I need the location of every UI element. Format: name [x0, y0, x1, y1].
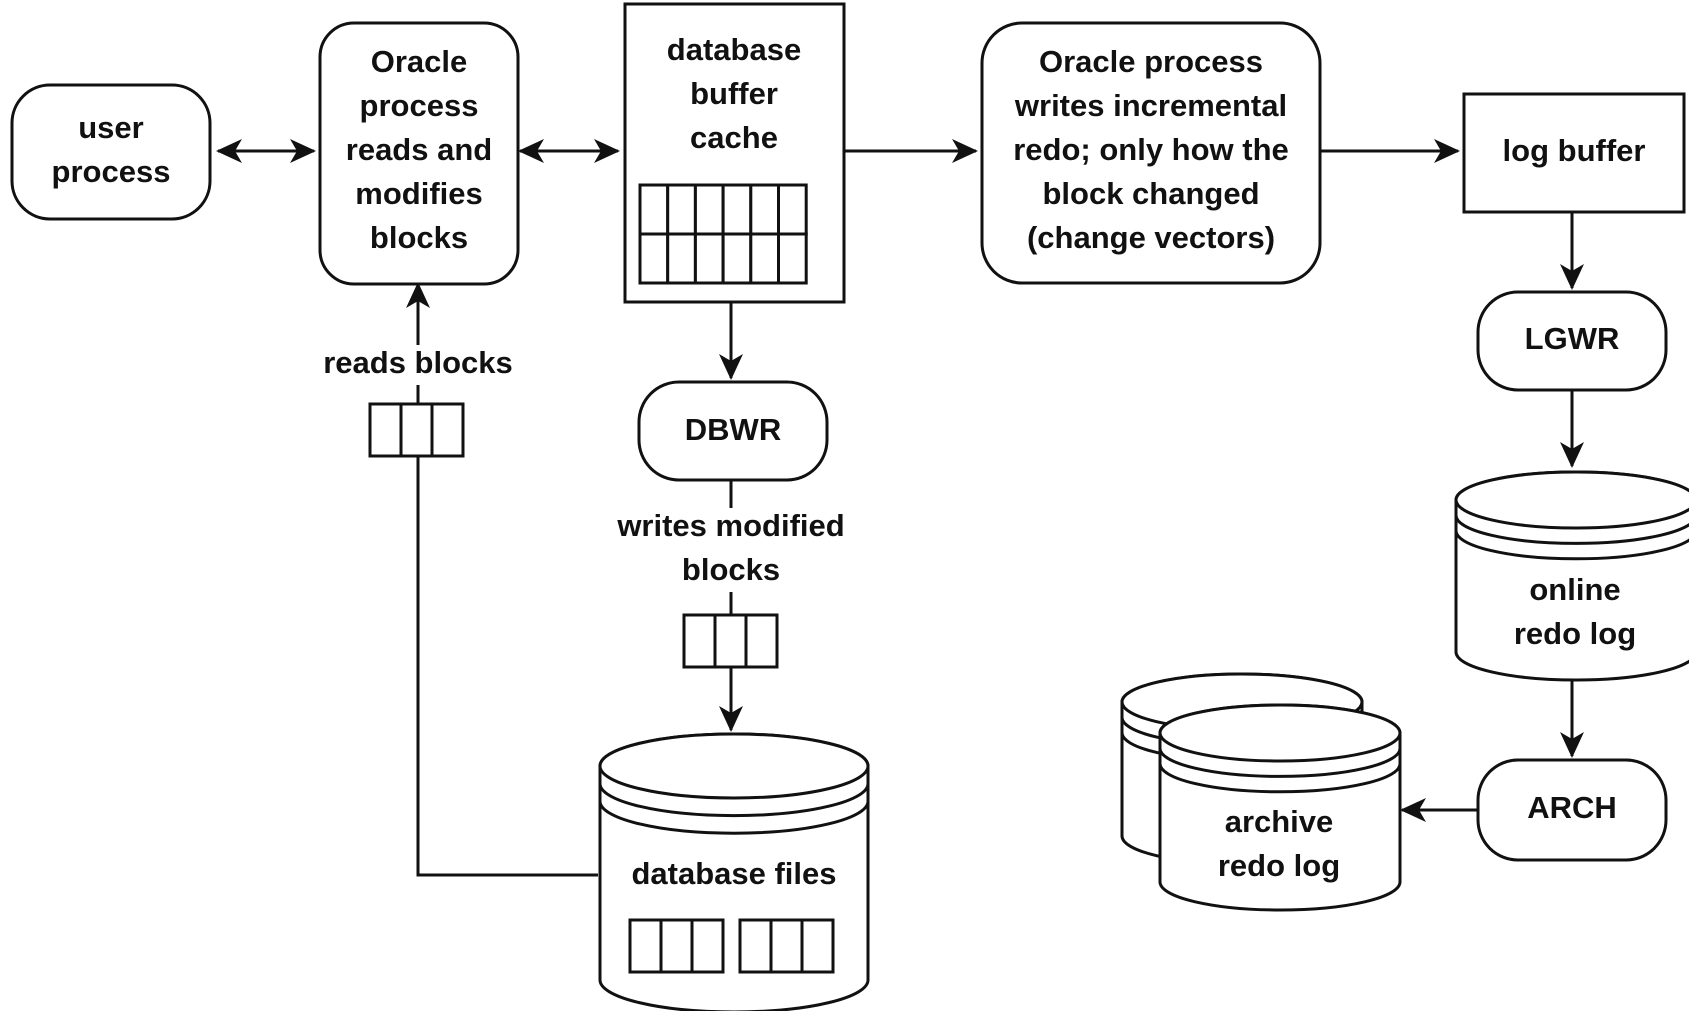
- node-database-files: database files: [598, 732, 870, 1011]
- cylinder-top: [1454, 470, 1689, 530]
- cylinder-band: [1454, 530, 1689, 561]
- lgwr-label: LGWR: [1525, 321, 1620, 356]
- node-database-buffer-cache: database buffer cache: [623, 2, 846, 304]
- edge-label-reads-blocks-group: reads blocks: [323, 345, 513, 458]
- edge-label-writes-modified-blocks: writes modified blocks: [616, 508, 844, 587]
- label-line: ARCH: [1527, 790, 1617, 825]
- data-block: [721, 183, 753, 236]
- label-line: reads and: [346, 132, 492, 167]
- data-block: [749, 232, 780, 285]
- label-line: online: [1529, 572, 1620, 607]
- label-line: process: [52, 154, 171, 189]
- node-log-buffer: log buffer: [1462, 92, 1686, 214]
- database-files-label: database files: [631, 856, 836, 891]
- cylinder-band: [598, 801, 870, 835]
- data-block: [659, 918, 694, 974]
- label-line: cache: [690, 120, 778, 155]
- cylinder-band: [1158, 748, 1402, 778]
- data-block: [666, 232, 697, 285]
- database-files-block-groups: [628, 918, 835, 974]
- online-redo-log-label: online redo log: [1514, 572, 1636, 651]
- node-online-redo-log: online redo log: [1454, 470, 1689, 682]
- data-block: [399, 402, 434, 458]
- label-line: modifies: [355, 176, 482, 211]
- label-line: writes incremental: [1014, 88, 1287, 123]
- database-buffer-cache-label: database buffer cache: [667, 32, 801, 155]
- label-line: buffer: [690, 76, 778, 111]
- data-block: [744, 613, 779, 669]
- label-line: user: [78, 110, 143, 145]
- reads-blocks-block-group: [368, 402, 465, 458]
- node-oracle-process-writes: Oracle process writes incremental redo; on…: [980, 21, 1322, 285]
- label-line: Oracle process: [1039, 44, 1263, 79]
- user-process-label: user process: [52, 110, 171, 189]
- label-line: writes modified: [616, 508, 844, 543]
- label-line: log buffer: [1503, 133, 1646, 168]
- label-line: redo log: [1514, 616, 1636, 651]
- data-block: [638, 232, 670, 285]
- label-line: block changed: [1042, 176, 1259, 211]
- label-line: blocks: [370, 220, 468, 255]
- node-arch: ARCH: [1476, 758, 1668, 862]
- label-line: Oracle: [371, 44, 468, 79]
- data-block: [430, 402, 465, 458]
- cylinder-band: [1158, 763, 1402, 794]
- data-block: [693, 232, 725, 285]
- dbwr-label: DBWR: [685, 412, 781, 447]
- data-block: [800, 918, 835, 974]
- data-block: [738, 918, 773, 974]
- label-line: reads blocks: [323, 345, 513, 380]
- node-dbwr: DBWR: [637, 380, 829, 482]
- writes-modified-block-group: [682, 613, 779, 669]
- node-archive-redo-log: archive redo log: [1120, 672, 1402, 912]
- data-block: [628, 918, 663, 974]
- cylinder-top: [598, 732, 870, 800]
- cylinder-band: [1454, 515, 1689, 545]
- label-line: database files: [631, 856, 836, 891]
- log-buffer-label: log buffer: [1503, 133, 1646, 168]
- label-line: LGWR: [1525, 321, 1620, 356]
- data-block: [721, 232, 753, 285]
- edge-label-writes-modified-group: writes modified blocks: [616, 508, 845, 669]
- label-line: redo; only how the: [1013, 132, 1289, 167]
- label-line: archive: [1225, 804, 1334, 839]
- data-block: [638, 183, 670, 236]
- label-line: DBWR: [685, 412, 781, 447]
- data-block: [666, 183, 697, 236]
- archive-redo-log-label: archive redo log: [1218, 804, 1340, 883]
- edge-database-files-to-oracle-process: [406, 282, 598, 877]
- node-oracle-process-reads: Oracle process reads and modifies blocks: [318, 21, 520, 286]
- oracle-process-reads-label: Oracle process reads and modifies blocks: [346, 44, 492, 255]
- archive-redo-log-cylinder-front: [1158, 703, 1402, 912]
- arch-label: ARCH: [1527, 790, 1617, 825]
- cylinder-band: [598, 783, 870, 818]
- label-line: blocks: [682, 552, 780, 587]
- label-line: database: [667, 32, 801, 67]
- data-block: [368, 402, 403, 458]
- data-block: [777, 183, 808, 236]
- node-lgwr: LGWR: [1476, 290, 1668, 392]
- data-block: [693, 183, 725, 236]
- data-block: [749, 183, 780, 236]
- data-block: [690, 918, 725, 974]
- oracle-process-writes-label: Oracle process writes incremental redo; on…: [1013, 44, 1289, 255]
- data-block: [682, 613, 717, 669]
- data-block: [777, 232, 808, 285]
- label-line: process: [360, 88, 479, 123]
- data-block: [713, 613, 748, 669]
- edge-label-reads-blocks: reads blocks: [323, 345, 513, 380]
- cylinder-top: [1158, 703, 1402, 763]
- data-block: [769, 918, 804, 974]
- node-user-process: user process: [10, 83, 212, 221]
- label-line: (change vectors): [1027, 220, 1275, 255]
- buffer-cache-block-grid: [638, 183, 808, 285]
- online-redo-log-cylinder: [1454, 470, 1689, 682]
- label-line: redo log: [1218, 848, 1340, 883]
